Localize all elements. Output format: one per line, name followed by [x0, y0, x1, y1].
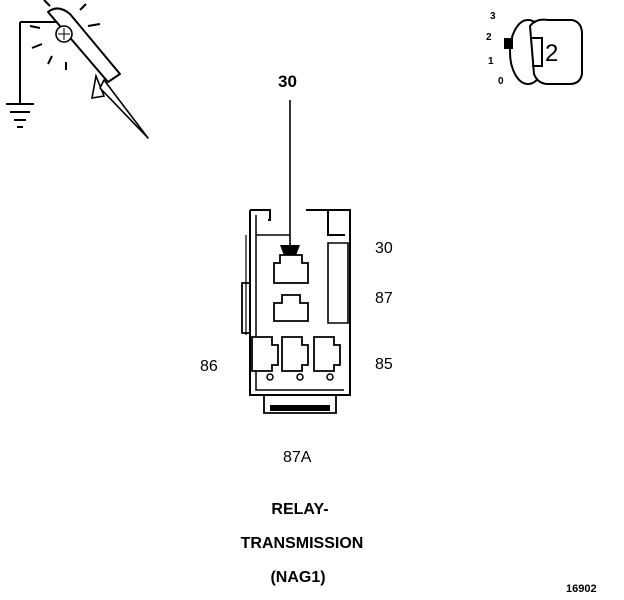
- test-light-probe-icon: [6, 0, 149, 139]
- key-position-1: 1: [488, 56, 494, 67]
- title-line-2: TRANSMISSION: [240, 535, 364, 552]
- pin-label-86: 86: [200, 358, 218, 375]
- title-line-3: (NAG1): [270, 569, 326, 586]
- pin-label-87: 87: [375, 290, 393, 307]
- figure-number: 16902: [566, 583, 597, 595]
- title-line-1: RELAY-: [271, 501, 329, 518]
- key-position-0: 0: [498, 76, 504, 87]
- key-position-3: 3: [490, 11, 496, 22]
- key-position-2: 2: [486, 32, 492, 43]
- pin-label-30: 30: [375, 240, 393, 257]
- ignition-key-icon: 3 2 1 0 2: [486, 8, 596, 90]
- pin-label-85: 85: [375, 356, 393, 373]
- relay-connector-drawing: [241, 100, 351, 414]
- arrow-label: 30: [278, 72, 297, 91]
- key-selected-number: 2: [545, 40, 559, 67]
- pin-label-87a: 87A: [283, 449, 312, 466]
